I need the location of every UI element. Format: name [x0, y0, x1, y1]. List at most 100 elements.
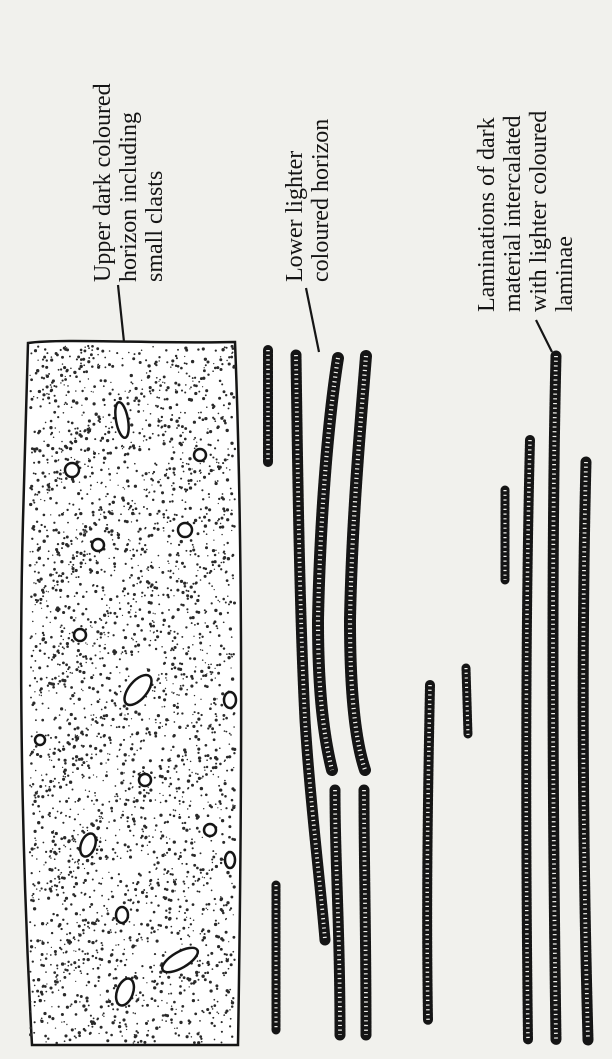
speckle [140, 816, 142, 818]
speckle [228, 968, 230, 970]
speckle [172, 529, 175, 532]
speckle [180, 478, 182, 480]
speckle [192, 544, 194, 546]
speckle [65, 370, 68, 373]
speckle [217, 480, 219, 482]
speckle [186, 676, 188, 678]
laminations-line-2: material intercalated [500, 115, 526, 312]
speckle [229, 499, 230, 500]
speckle [229, 1025, 231, 1027]
speckle [60, 626, 62, 628]
speckle [190, 923, 192, 925]
speckle [156, 513, 158, 515]
speckle [178, 417, 180, 419]
speckle [68, 965, 70, 967]
speckle [206, 673, 207, 674]
speckle [128, 676, 130, 678]
speckle [228, 815, 231, 818]
speckle [98, 645, 100, 647]
speckle [32, 979, 35, 982]
speckle [178, 694, 180, 696]
speckle [207, 666, 210, 669]
speckle [91, 662, 93, 664]
speckle [164, 868, 167, 871]
speckle [96, 949, 98, 951]
speckle [99, 958, 102, 961]
speckle [101, 350, 104, 353]
speckle [106, 856, 108, 858]
speckle [116, 473, 118, 475]
speckle [224, 346, 226, 348]
speckle [118, 944, 120, 946]
speckle [215, 350, 217, 352]
speckle [57, 649, 60, 652]
speckle [111, 1021, 114, 1024]
speckle [227, 557, 230, 560]
speckle [198, 831, 200, 833]
clast [116, 907, 128, 923]
speckle [64, 969, 66, 971]
speckle [70, 964, 72, 966]
speckle [34, 494, 36, 496]
lower-lighter-horizon-bands [268, 350, 366, 1035]
speckle [84, 525, 87, 528]
speckle [193, 546, 195, 548]
speckle [69, 441, 72, 444]
speckle [183, 890, 185, 892]
speckle [30, 753, 32, 755]
speckle [45, 862, 47, 864]
speckle [160, 990, 163, 993]
speckle [218, 397, 221, 400]
speckle [96, 561, 99, 564]
speckle [36, 681, 38, 683]
speckle [184, 427, 187, 430]
speckle [138, 933, 140, 935]
speckle [84, 894, 86, 896]
speckle [126, 520, 129, 523]
speckle [214, 668, 215, 669]
speckle [116, 352, 118, 354]
speckle [157, 1005, 159, 1007]
speckle [202, 347, 205, 350]
speckle [88, 378, 89, 379]
speckle [73, 961, 76, 964]
speckle [140, 1040, 143, 1043]
speckle [94, 590, 97, 593]
speckle [121, 364, 123, 366]
speckle [78, 863, 80, 865]
speckle [63, 952, 65, 954]
speckle [40, 524, 42, 526]
speckle [193, 421, 196, 424]
speckle [101, 684, 104, 687]
speckle [184, 585, 187, 588]
speckle [159, 384, 162, 387]
speckle [161, 854, 164, 857]
speckle [158, 696, 161, 699]
speckle [230, 492, 233, 495]
speckle [49, 426, 52, 429]
speckle [185, 384, 187, 386]
speckle [154, 639, 156, 641]
speckle [55, 502, 58, 505]
speckle [221, 517, 224, 520]
speckle [126, 816, 129, 819]
speckle [166, 888, 169, 891]
speckle [62, 767, 63, 768]
speckle [89, 791, 91, 793]
speckle [101, 895, 103, 897]
speckle [212, 1017, 214, 1019]
speckle [34, 794, 36, 796]
speckle [177, 424, 180, 427]
speckle [226, 871, 229, 874]
speckle [190, 842, 193, 845]
speckle [132, 944, 135, 947]
speckle [133, 800, 136, 803]
speckle [72, 570, 75, 573]
speckle [189, 936, 191, 938]
speckle [136, 843, 138, 845]
speckle [214, 554, 217, 557]
speckle [225, 1009, 228, 1012]
speckle [198, 381, 200, 383]
speckle [167, 560, 169, 562]
speckle [82, 656, 84, 658]
